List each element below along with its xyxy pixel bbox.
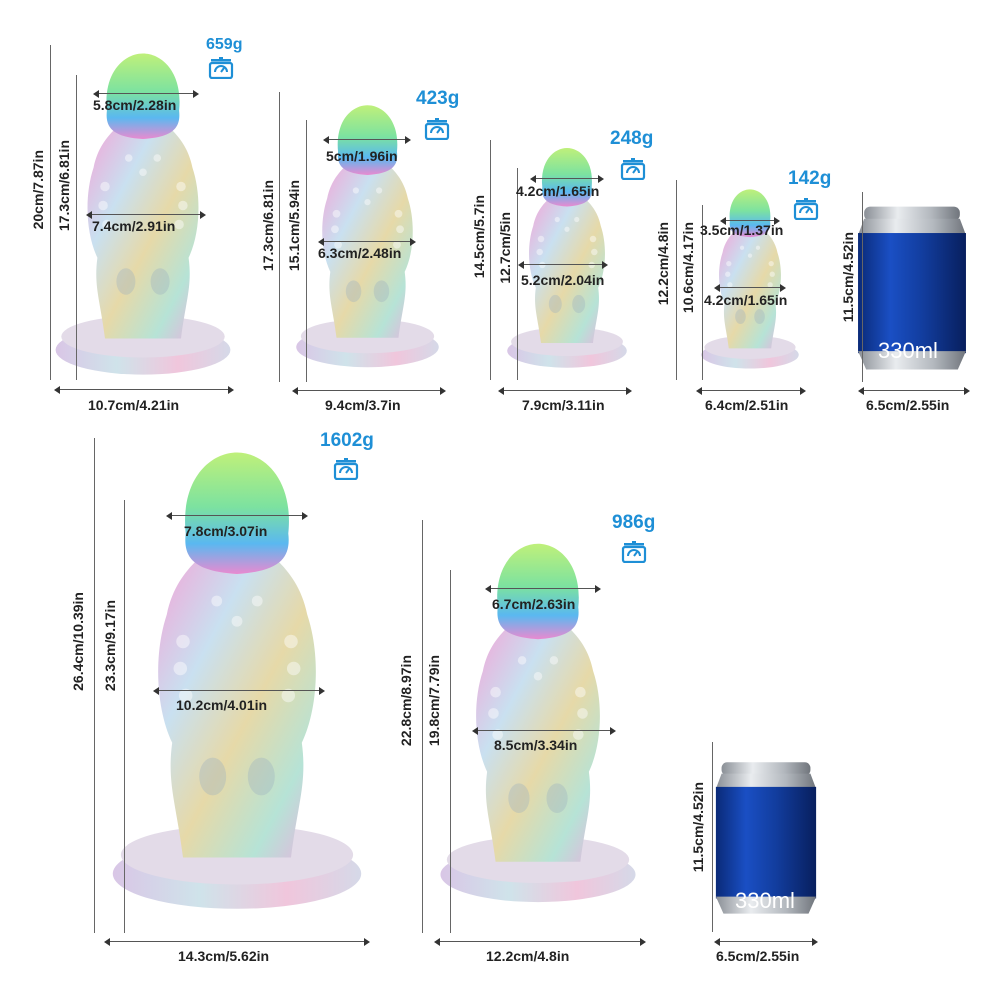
insertable-height-label-5: 23.3cm/9.17in — [102, 600, 118, 692]
mid-width-label-1: 7.4cm/2.91in — [92, 218, 176, 234]
total-height-line-6 — [422, 520, 423, 933]
insertable-height-label-4: 10.6cm/4.17in — [680, 222, 696, 314]
total-height-label-3: 14.5cm/5.7in — [471, 195, 487, 279]
product-image-4 — [701, 189, 799, 369]
can-width-line-2 — [714, 938, 818, 946]
can-height-label-1: 11.5cm/4.52in — [840, 232, 856, 323]
can-label-2: 330ml — [735, 888, 795, 913]
tip-width-label-5: 7.8cm/3.07in — [184, 523, 268, 539]
product-image-5 — [112, 452, 362, 909]
base-width-label-5: 14.3cm/5.62in — [178, 948, 270, 964]
weight-label-3: 248g — [610, 128, 654, 149]
base-width-line-3 — [498, 387, 632, 395]
weight-label-4: 142g — [788, 168, 832, 189]
base-width-label-2: 9.4cm/3.7in — [325, 397, 401, 413]
total-height-line-4 — [676, 180, 677, 380]
tip-width-label-6: 6.7cm/2.63in — [492, 596, 576, 612]
insertable-height-line-5 — [124, 500, 125, 933]
total-height-line-3 — [490, 140, 491, 380]
tip-width-label-2: 5cm/1.96in — [326, 148, 398, 164]
mid-width-line-6 — [472, 727, 616, 735]
base-width-label-1: 10.7cm/4.21in — [88, 397, 180, 413]
insertable-height-line-3 — [517, 168, 518, 380]
total-height-label-6: 22.8cm/8.97in — [398, 655, 414, 747]
can-label-1: 330ml — [878, 338, 938, 363]
scale-icon — [208, 57, 234, 79]
tip-width-line-2 — [323, 136, 411, 144]
total-height-label-2: 17.3cm/6.81in — [260, 180, 276, 272]
mid-width-line-4 — [714, 284, 786, 292]
mid-width-label-4: 4.2cm/1.65in — [704, 292, 788, 308]
tip-width-label-4: 3.5cm/1.37in — [700, 222, 784, 238]
insertable-height-label-2: 15.1cm/5.94in — [286, 180, 302, 272]
product-image-3 — [507, 148, 627, 368]
total-height-label-5: 26.4cm/10.39in — [70, 592, 86, 691]
base-width-label-3: 7.9cm/3.11in — [522, 397, 605, 413]
tip-width-line-4 — [720, 217, 780, 225]
scale-icon — [424, 118, 450, 140]
mid-width-line-3 — [518, 261, 608, 269]
weight-label-5: 1602g — [320, 430, 374, 451]
mid-width-line-1 — [86, 211, 206, 219]
base-width-line-2 — [292, 387, 446, 395]
can-width-line-1 — [858, 387, 970, 395]
base-width-line-6 — [434, 938, 646, 946]
base-width-line-5 — [104, 938, 370, 946]
mid-width-label-6: 8.5cm/3.34in — [494, 737, 578, 753]
tip-width-label-1: 5.8cm/2.28in — [93, 97, 177, 113]
insertable-height-line-2 — [306, 120, 307, 382]
total-height-line-2 — [279, 92, 280, 382]
tip-width-label-3: 4.2cm/1.65in — [516, 183, 600, 199]
base-width-label-6: 12.2cm/4.8in — [486, 948, 570, 964]
tip-width-line-3 — [530, 175, 604, 183]
total-height-line-1 — [50, 45, 51, 380]
can-width-label-2: 6.5cm/2.55in — [716, 948, 800, 964]
total-height-label-1: 20cm/7.87in — [30, 150, 46, 230]
tip-width-line-1 — [93, 90, 199, 98]
scale-icon — [793, 198, 819, 220]
scale-icon — [620, 158, 646, 180]
can-width-label-1: 6.5cm/2.55in — [866, 397, 950, 413]
total-height-line-5 — [94, 438, 95, 933]
weight-label-1: 659g — [206, 36, 243, 53]
can-height-line-1 — [862, 192, 863, 382]
base-width-line-4 — [696, 387, 806, 395]
mid-width-line-5 — [153, 687, 325, 695]
insertable-height-line-4 — [702, 205, 703, 380]
insertable-height-label-3: 12.7cm/5in — [497, 212, 513, 284]
weight-label-2: 423g — [416, 88, 460, 109]
mid-width-line-2 — [318, 238, 416, 246]
base-width-label-4: 6.4cm/2.51in — [705, 397, 789, 413]
weight-label-6: 986g — [612, 512, 656, 533]
insertable-height-label-1: 17.3cm/6.81in — [56, 140, 72, 232]
mid-width-label-3: 5.2cm/2.04in — [521, 272, 605, 288]
insertable-height-label-6: 19.8cm/7.79in — [426, 655, 442, 747]
can-height-label-2: 11.5cm/4.52in — [690, 782, 706, 873]
tip-width-line-6 — [485, 585, 601, 593]
scale-icon — [333, 458, 359, 480]
insertable-height-line-6 — [450, 570, 451, 933]
can-height-line-2 — [712, 742, 713, 932]
product-image-2 — [296, 105, 439, 368]
mid-width-label-2: 6.3cm/2.48in — [318, 245, 402, 261]
insertable-height-line-1 — [76, 75, 77, 380]
mid-width-label-5: 10.2cm/4.01in — [176, 697, 268, 713]
product-image-6 — [440, 543, 636, 903]
base-width-line-1 — [54, 386, 234, 394]
tip-width-line-5 — [166, 512, 308, 520]
scale-icon — [621, 541, 647, 563]
total-height-label-4: 12.2cm/4.8in — [655, 222, 671, 306]
